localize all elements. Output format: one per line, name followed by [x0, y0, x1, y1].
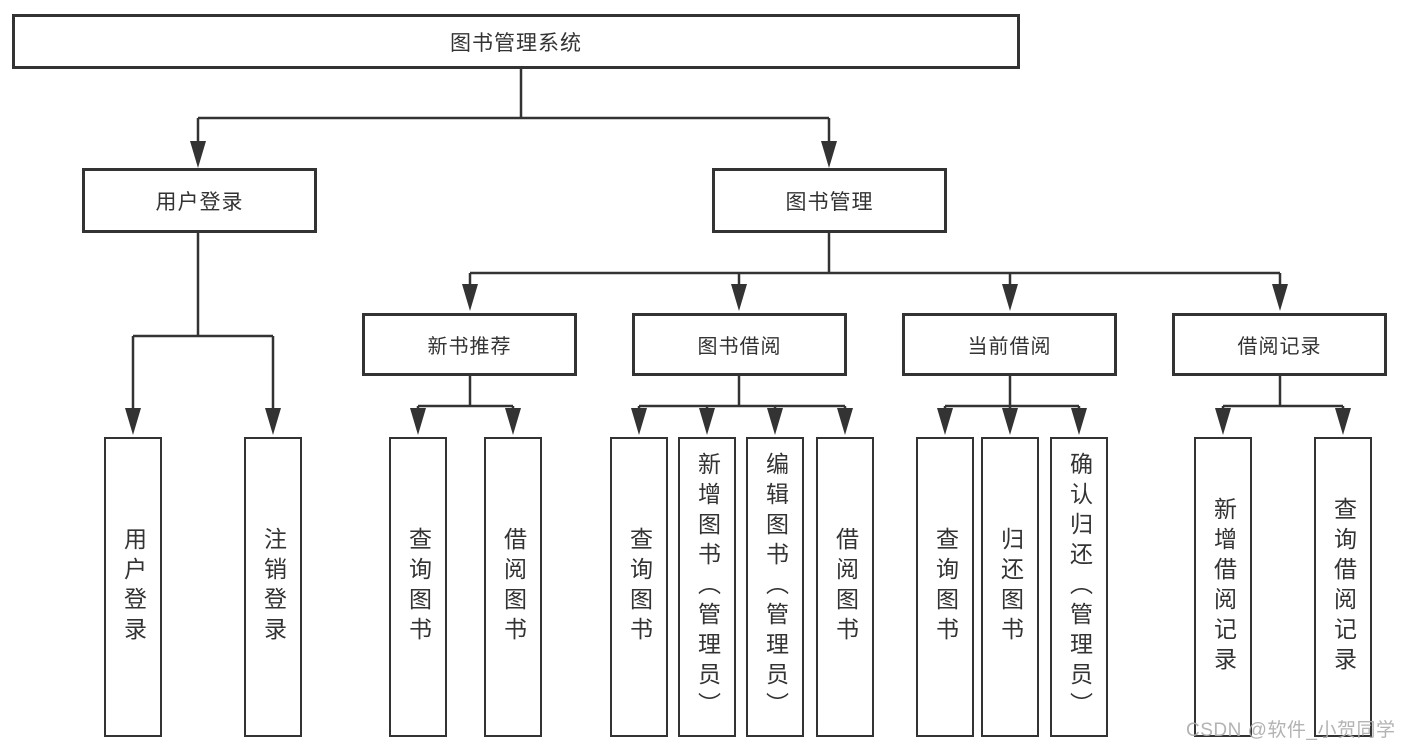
leaf-recommend-borrow-book: 借阅图书: [484, 437, 542, 737]
node-user-login: 用户登录: [82, 168, 317, 233]
leaf-borrow-add-book-admin: 新增图书（管理员）: [678, 437, 736, 737]
node-book-management: 图书管理: [712, 168, 947, 233]
node-book-borrow: 图书借阅: [632, 313, 847, 376]
leaf-current-confirm-return-admin: 确认归还（管理员）: [1050, 437, 1108, 737]
node-borrow-records: 借阅记录: [1172, 313, 1387, 376]
node-root-library-system: 图书管理系统: [12, 14, 1020, 69]
leaf-current-query-book: 查询图书: [916, 437, 974, 737]
node-new-book-recommend: 新书推荐: [362, 313, 577, 376]
leaf-borrow-borrow-book: 借阅图书: [816, 437, 874, 737]
leaf-user-login: 用户登录: [104, 437, 162, 737]
leaf-records-query-borrow-record: 查询借阅记录: [1314, 437, 1372, 737]
leaf-borrow-query-book: 查询图书: [610, 437, 668, 737]
csdn-watermark: CSDN @软件_小贺同学: [1186, 720, 1396, 741]
leaf-records-add-borrow-record: 新增借阅记录: [1194, 437, 1252, 737]
leaf-logout: 注销登录: [244, 437, 302, 737]
leaf-recommend-query-book: 查询图书: [389, 437, 447, 737]
leaf-borrow-edit-book-admin: 编辑图书（管理员）: [746, 437, 804, 737]
node-current-borrow: 当前借阅: [902, 313, 1117, 376]
leaf-current-return-book: 归还图书: [981, 437, 1039, 737]
